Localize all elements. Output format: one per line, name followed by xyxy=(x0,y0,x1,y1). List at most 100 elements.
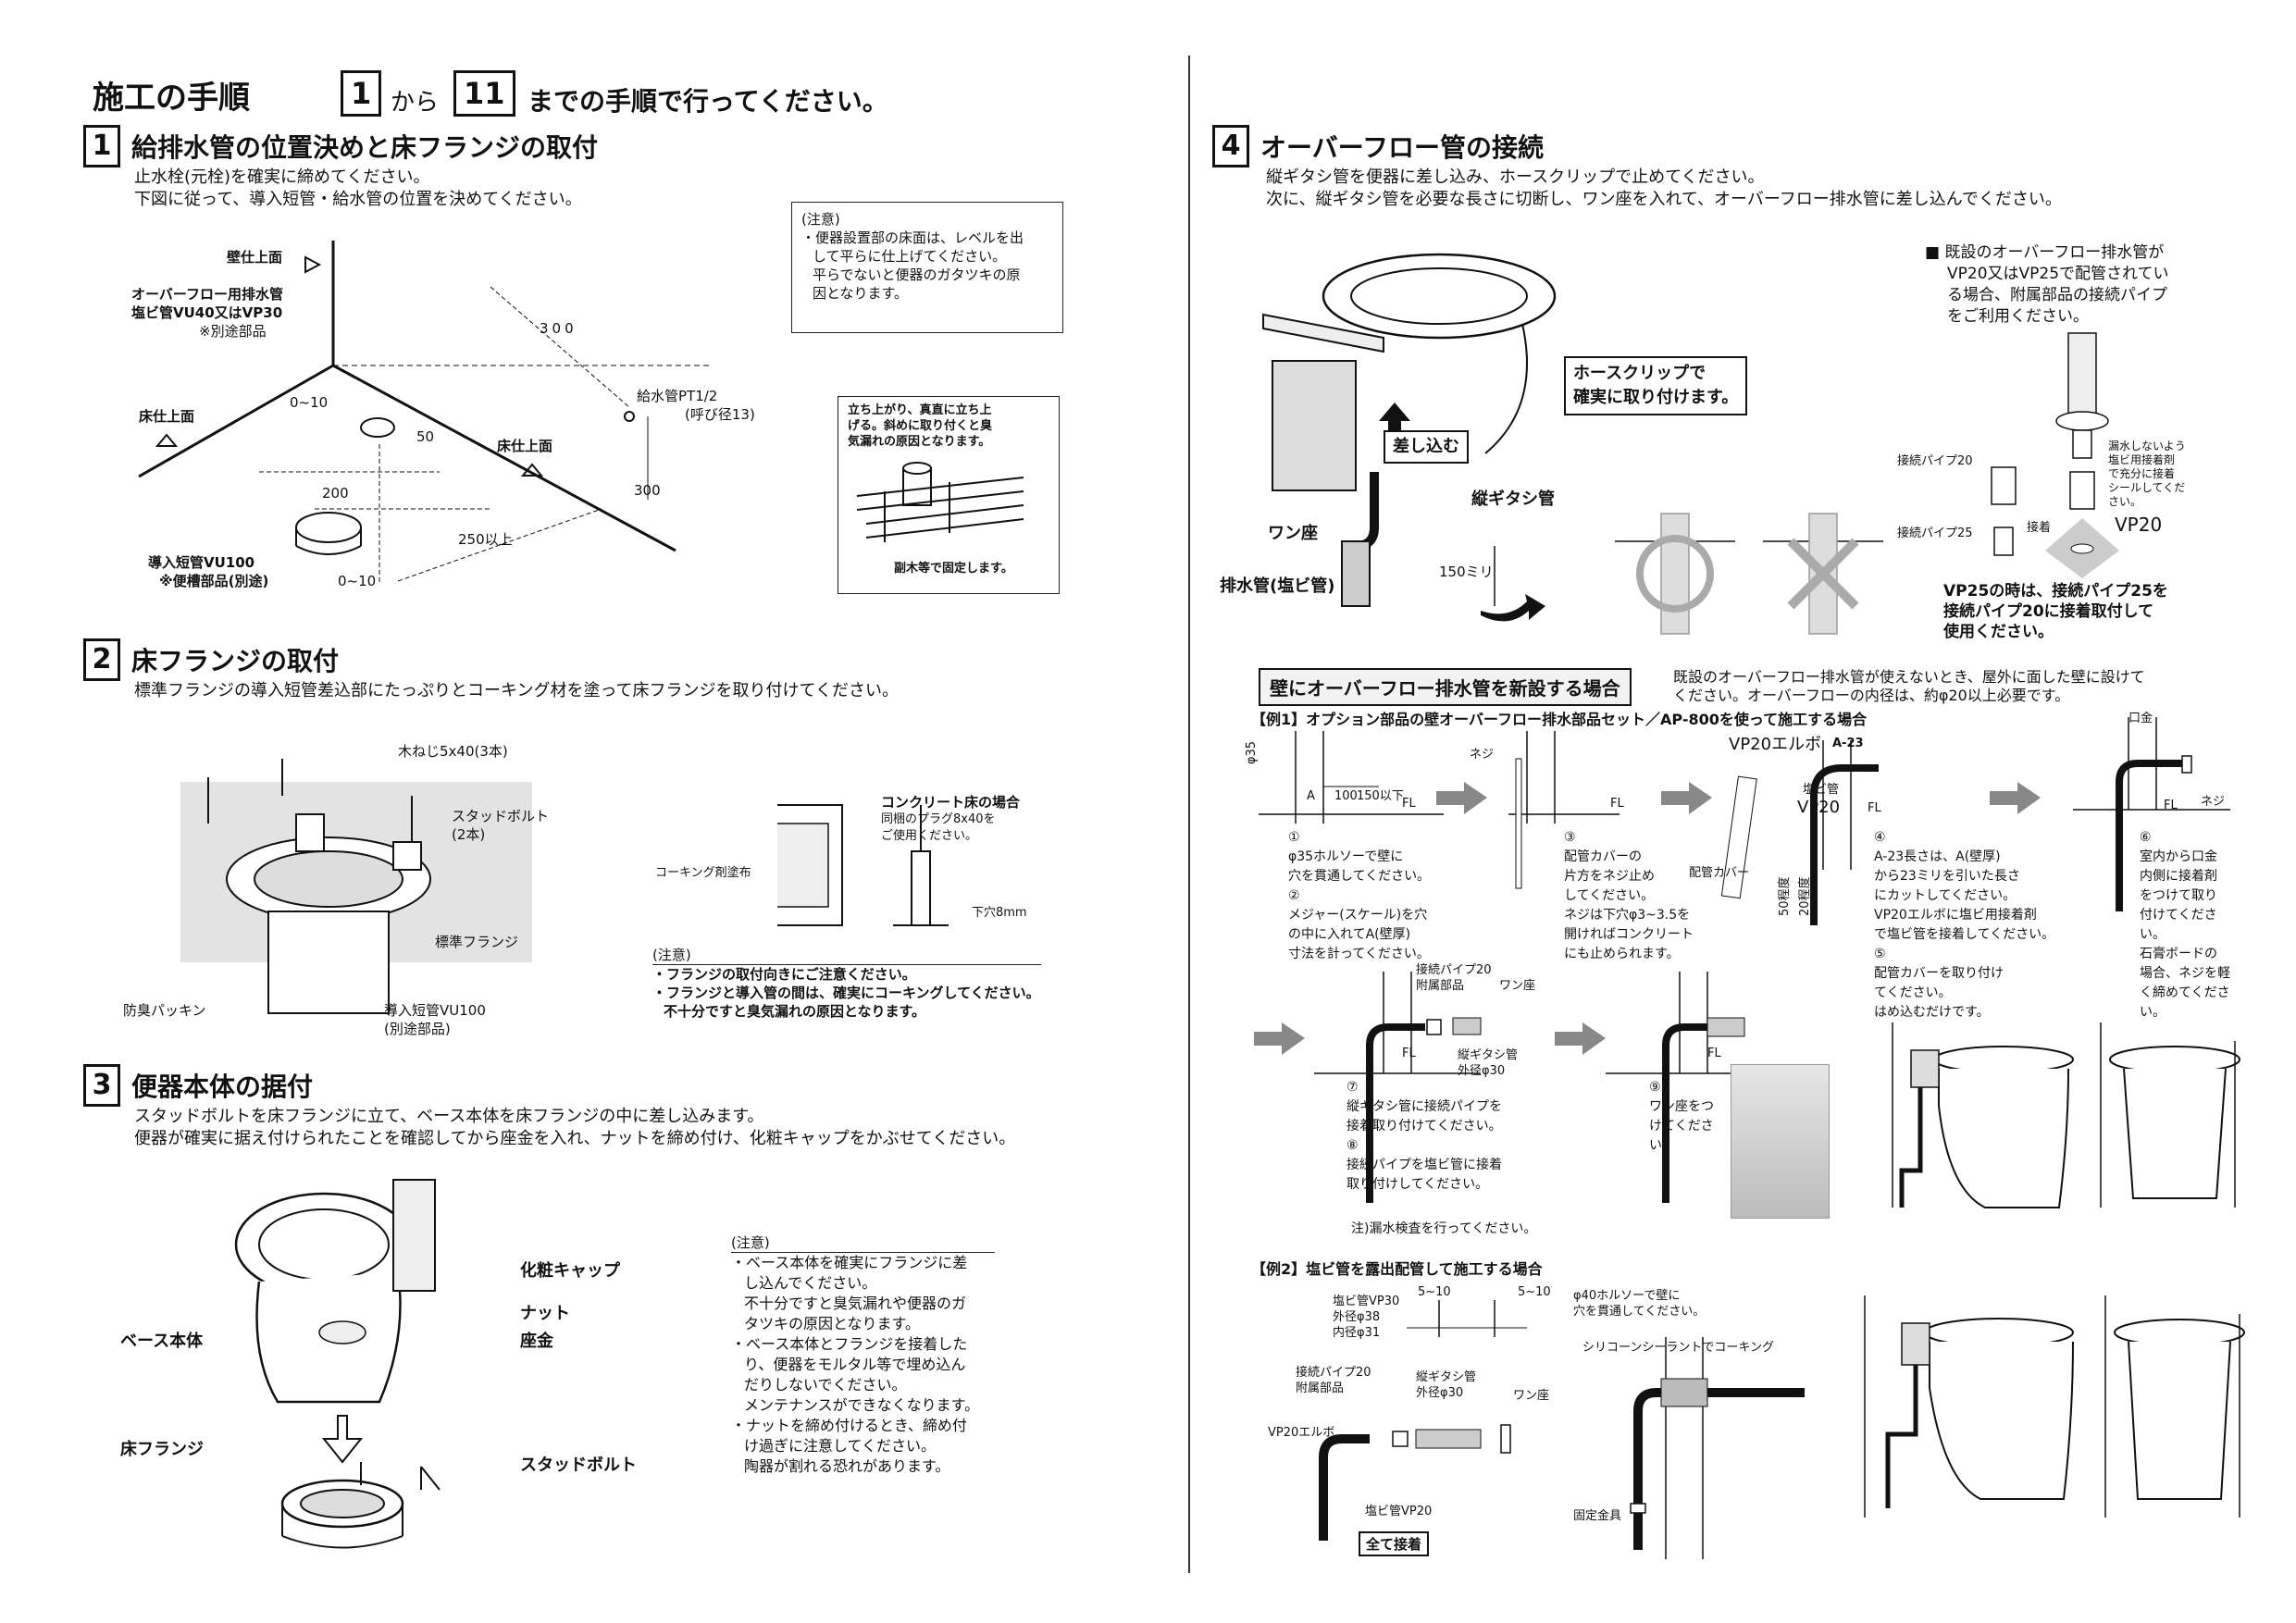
label-drain-pipe: 排水管(塩ビ管) xyxy=(1220,576,1335,596)
ex1-step9-diagram xyxy=(1606,972,1745,1203)
label-overflow-1: オーバーフロー用排水管 xyxy=(131,286,283,303)
ex2-installed-diagram xyxy=(1630,1337,1805,1559)
step-line: 室内から口金 xyxy=(2140,849,2217,864)
label-vp20: VP20 xyxy=(2115,514,2163,536)
concrete-diagram xyxy=(777,804,949,926)
note-line: け過ぎに注意してください。 xyxy=(744,1437,937,1455)
label-pilot-hole: 下穴8mm xyxy=(972,906,1027,920)
step-line: 接着取り付けてください。 xyxy=(1347,1119,1502,1134)
ex2-tategi-2: 外径φ30 xyxy=(1416,1386,1464,1400)
toilet-side-view-1 xyxy=(1892,1022,2074,1208)
note-line: し込んでください。 xyxy=(744,1274,877,1292)
ex2-pipe20-b: 附属部品 xyxy=(1296,1381,1345,1395)
label-concrete-2: 同梱のプラグ8x40を xyxy=(881,812,996,826)
note-line: 使用ください。 xyxy=(1943,623,2054,641)
step-line: 接続パイプを塩ビ管に接着 xyxy=(1347,1158,1502,1172)
ex1-vp20: VP20 xyxy=(1797,798,1841,817)
step-line: メジャー(スケール)を穴 xyxy=(1288,908,1428,923)
note-line: ・便器設置部の床面は、レベルを出 xyxy=(801,229,1024,246)
label-d0-10a: 0~10 xyxy=(290,394,329,411)
ex1-tategi-1: 縦ギタシ管 xyxy=(1458,1048,1519,1062)
ex1-around20: 20程度 xyxy=(1798,876,1812,916)
step1-detail-box: 立ち上がり、真直に立ち上 げる。斜めに取り付くと臭 気漏れの原因となります。 副… xyxy=(838,396,1060,594)
label-floor-left: 床仕上面 xyxy=(139,408,195,425)
new-wall-banner: 壁にオーバーフロー排水管を新設する場合 xyxy=(1259,668,1632,706)
connecting-pipe-diagram xyxy=(1991,332,2119,578)
ex2-vp30-2: 外径φ38 xyxy=(1333,1310,1381,1324)
label-supply-1: 給水管PT1/2 xyxy=(637,388,718,404)
ex1-d100: 100 xyxy=(1334,789,1358,803)
note-line: ・フランジと導入管の間は、確実にコーキングしてください。 xyxy=(652,985,1040,1001)
ex1-neji2: ネジ xyxy=(2201,795,2226,809)
wrong-install-diagram xyxy=(1763,513,1883,635)
ex1-step4-text: ④ A-23長さは、A(壁厚) から23ミリを引いた長さ にカットしてください。… xyxy=(1874,828,2054,1022)
step1-note: (注意) ・便器設置部の床面は、レベルを出 して平らに仕上げてください。 平らで… xyxy=(791,202,1063,333)
ex1-phi35: φ35 xyxy=(1245,740,1260,765)
ex1-step6-text: ⑥ 室内から口金 内側に接着剤 をつけて取り 付けてくださ い。 石膏ボードの … xyxy=(2140,828,2230,1022)
note-line: 平らでないと便器のガタツキの原 xyxy=(813,266,1021,283)
label-cosmetic-cap: 化粧キャップ xyxy=(520,1261,620,1281)
label-pipe25: 接続パイプ25 xyxy=(1897,527,1973,540)
step-line: 開ければコンクリート xyxy=(1564,927,1694,942)
note-title: (注意) xyxy=(652,946,1041,965)
note-line: さい。 xyxy=(2108,495,2142,508)
step-line: ネジは下穴φ3~3.5を xyxy=(1564,908,1691,923)
label-pipe20: 接続パイプ20 xyxy=(1897,454,1973,468)
ex1-a23: A-23 xyxy=(1832,737,1864,750)
label-d200: 200 xyxy=(322,485,349,502)
ex1-pipe20-a: 接続パイプ20 xyxy=(1416,963,1492,977)
callout-line: 確実に取り付けます。 xyxy=(1573,388,1739,407)
note-line: をご利用ください。 xyxy=(1947,307,2089,326)
detail-line: 気漏れの原因となります。 xyxy=(848,435,991,449)
label-glue: 接着 xyxy=(2027,521,2052,535)
ex1-enbi: 塩ビ管 xyxy=(1803,783,1840,797)
ex2-vp20: 塩ビ管VP20 xyxy=(1365,1505,1433,1518)
step-line: く締めてくださ xyxy=(2140,985,2230,1000)
note-line: ・ナットを締め付けるとき、締め付 xyxy=(731,1417,967,1434)
step-line: VP20エルボに塩ビ用接着剤 xyxy=(1874,908,2037,923)
label-intro-pipe-1: 導入短管VU100 xyxy=(148,554,255,571)
step-line: ② xyxy=(1288,888,1300,903)
step-line: 片方をネジ止め xyxy=(1564,869,1655,884)
step-line: にカットしてください。 xyxy=(1874,888,2017,903)
from-word: から xyxy=(391,89,440,117)
ex1-step4-diagram xyxy=(1720,740,1879,925)
toilet-front-view-1 xyxy=(2100,1022,2240,1208)
ex1-FL-1: FL xyxy=(1402,797,1416,811)
label-stud-bolt: スタッドボルト xyxy=(520,1456,637,1475)
flange-diagram xyxy=(207,759,431,1014)
ex2-hole40-1: φ40ホルソーで壁に xyxy=(1573,1289,1681,1303)
label-overflow-3: ※別途部品 xyxy=(199,323,267,340)
note-line: シールしてくだ xyxy=(2108,481,2186,494)
callout-line: ホースクリップで xyxy=(1573,364,1706,383)
new-wall-desc-1: 既設のオーバーフロー排水管が使えないとき、屋外に面した壁に設けて xyxy=(1673,668,2145,686)
arrow-right-icon xyxy=(1481,594,1545,622)
step-line: 場合、ネジを軽 xyxy=(2140,966,2230,981)
correct-install-diagram xyxy=(1615,513,1735,635)
label-wanza: ワン座 xyxy=(1268,524,1318,543)
note-line: 陶器が割れる恐れがあります。 xyxy=(744,1457,950,1475)
leak-test-note: 注)漏水検査を行ってください。 xyxy=(1351,1221,1537,1236)
note-line: 不十分ですと臭気漏れや便器のガ xyxy=(744,1295,967,1312)
ex1-step6-diagram xyxy=(2073,717,2230,911)
existing-pipe-note: ■ 既設のオーバーフロー排水管が VP20又はVP25で配管されてい る場合、附… xyxy=(1925,242,2169,328)
ex1-step7-diagram xyxy=(1314,972,1482,1203)
ex1-vp20-elbow: VP20エルボ xyxy=(1729,735,1822,754)
step-line: A-23長さは、A(壁厚) xyxy=(1874,849,2001,864)
ex1-step9-text: ⑨ ワン座をつ けてくださ い。 xyxy=(1649,1078,1714,1156)
header-instruction: までの手順で行ってください。 xyxy=(527,86,888,117)
step-line: 石膏ボードの xyxy=(2140,947,2217,961)
seal-note: 漏水しないよう 塩ビ用接着剤 で充分に接着 シールしてくだ さい。 xyxy=(2108,440,2186,509)
note-line: 塩ビ用接着剤 xyxy=(2108,453,2176,466)
new-wall-desc-2: ください。オーバーフローの内径は、約φ20以上必要です。 xyxy=(1673,687,2070,704)
note-line: 因となります。 xyxy=(813,285,909,302)
label-stud-bolt-1: スタッドボルト xyxy=(452,808,550,824)
toilet-side-view-2 xyxy=(1864,1295,2074,1518)
step-line: い。 xyxy=(2140,927,2166,942)
step1-line2: 下図に従って、導入短管・給水管の位置を決めてください。 xyxy=(134,190,582,209)
label-intro-pipe2-1: 導入短管VU100 xyxy=(384,1002,486,1019)
ex2-vp30-3: 内径φ31 xyxy=(1333,1326,1381,1340)
label-intro-pipe2-2: (別途部品) xyxy=(384,1021,451,1037)
vp25-note: VP25の時は、接続パイプ25を 接続パイプ20に接着取付して 使用ください。 xyxy=(1943,581,2168,642)
toilet-install-diagram xyxy=(234,1179,441,1549)
